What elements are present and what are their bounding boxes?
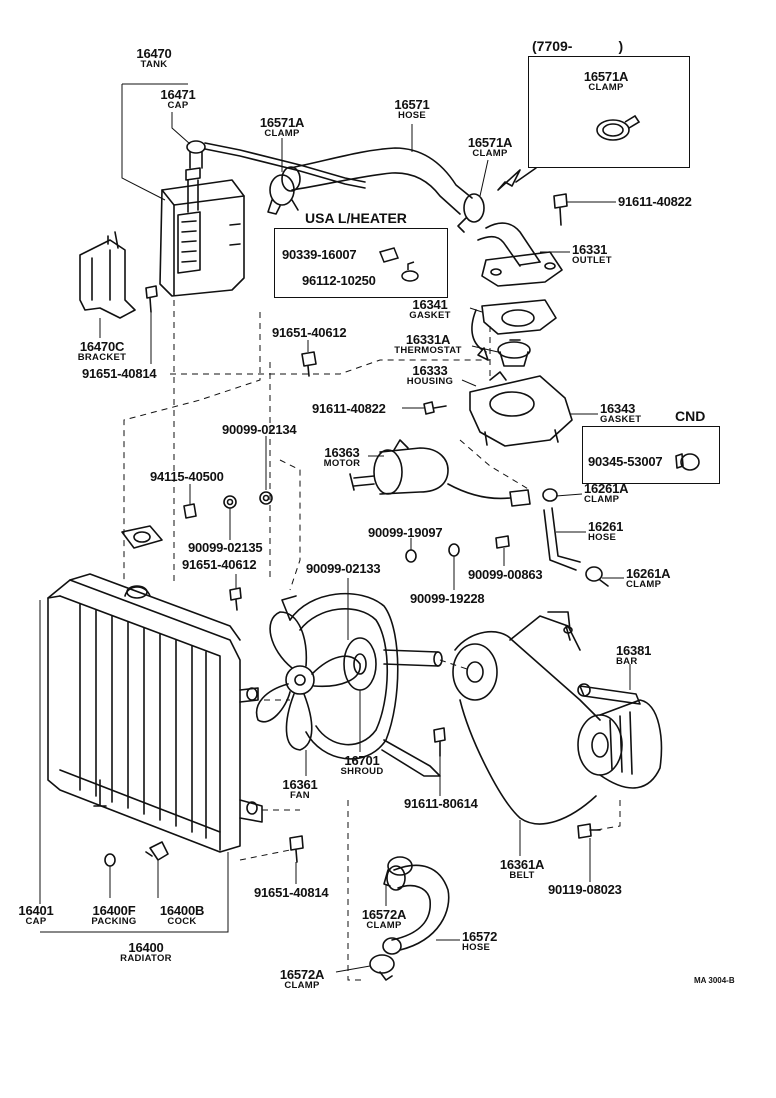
water-outlet [477, 222, 563, 287]
label-90099-02135: 90099-02135 [188, 540, 263, 555]
bolt-90099-00863 [495, 535, 510, 549]
usa-heater-parts [378, 247, 419, 282]
gasket-16341 [481, 299, 557, 335]
adjusting-bar [577, 683, 641, 705]
bolt-91611-40822-b [423, 401, 447, 415]
bolt-91611-40822-a [553, 193, 568, 226]
leader-lines [39, 83, 631, 973]
nut-94115-40500 [183, 503, 197, 519]
washer-90099-02134 [259, 491, 273, 505]
cnd-bolt [675, 453, 700, 471]
packing-16400F [104, 853, 116, 867]
label-91651-40612-b: 91651-40612 [182, 557, 257, 572]
pump-pulley-and-belt [452, 611, 601, 825]
label-90099-02133: 90099-02133 [306, 561, 381, 576]
clamp-inset-title: (7709-) [532, 38, 624, 54]
usa-heater-title: USA L/HEATER [302, 210, 410, 226]
label-91651-40612-a: 91651-40612 [272, 325, 347, 340]
bolt-90119-08023 [577, 823, 592, 839]
tank-cap [186, 140, 206, 169]
label-90099-02134: 90099-02134 [222, 422, 297, 437]
label-96112-10250: 96112-10250 [302, 273, 376, 288]
cnd-box [582, 426, 720, 484]
clamp-16261A-lower [585, 566, 609, 587]
label-90119-08023: 90119-08023 [548, 882, 622, 897]
bolt-91651-40612-a [301, 351, 317, 367]
label-90099-19097: 90099-19097 [368, 525, 443, 540]
radiator-cap-packing [121, 525, 163, 549]
washer-90099-02135 [223, 495, 237, 509]
radiator [47, 573, 263, 853]
inset-clamp-drawing [596, 114, 641, 141]
dashed-guides [123, 300, 621, 981]
drain-cock-16400B [149, 841, 169, 861]
bolt-91651-40814-b [289, 835, 304, 851]
label-91611-40822-a: 91611-40822 [618, 194, 692, 209]
clamp-16572A-upper [383, 856, 413, 887]
heater-hose-16261 [542, 488, 581, 571]
label-91611-80614: 91611-80614 [404, 796, 478, 811]
cooling-fan [255, 611, 361, 751]
reference-code: MA 3004-B [694, 976, 735, 985]
clamp-upper-right [457, 193, 485, 233]
bolt-91651-40814-a [145, 285, 158, 313]
label-90339-16007: 90339-16007 [282, 247, 357, 262]
label-90099-00863: 90099-00863 [468, 567, 543, 582]
clamp-upper-left [267, 174, 299, 215]
fan-shroud [281, 592, 443, 777]
bolt-91651-40612-b [229, 587, 242, 601]
label-94115-40500: 94115-40500 [150, 469, 224, 484]
fan-motor [349, 439, 531, 507]
nut-90099-19097 [405, 549, 417, 563]
label-90345-53007: 90345-53007 [588, 454, 663, 469]
label-90099-19228: 90099-19228 [410, 591, 485, 606]
thermostat-housing [469, 371, 573, 447]
label-91611-40822-b: 91611-40822 [312, 401, 386, 416]
label-91651-40814-a: 91651-40814 [82, 366, 157, 381]
clamp-16572A-lower [369, 954, 395, 981]
reservoir-tank [159, 167, 245, 297]
lower-hose [382, 864, 450, 955]
label-91651-40814-b: 91651-40814 [254, 885, 329, 900]
alternator [577, 699, 663, 789]
nut-90099-19228 [448, 543, 460, 557]
bolt-91611-80614 [433, 727, 446, 743]
clamp-inset-box [528, 56, 690, 168]
tank-bracket [79, 231, 136, 319]
thermostat-16331A [497, 339, 531, 367]
cnd-title: CND [672, 408, 709, 424]
usa-heater-box [274, 228, 448, 298]
upper-hose [281, 147, 473, 215]
